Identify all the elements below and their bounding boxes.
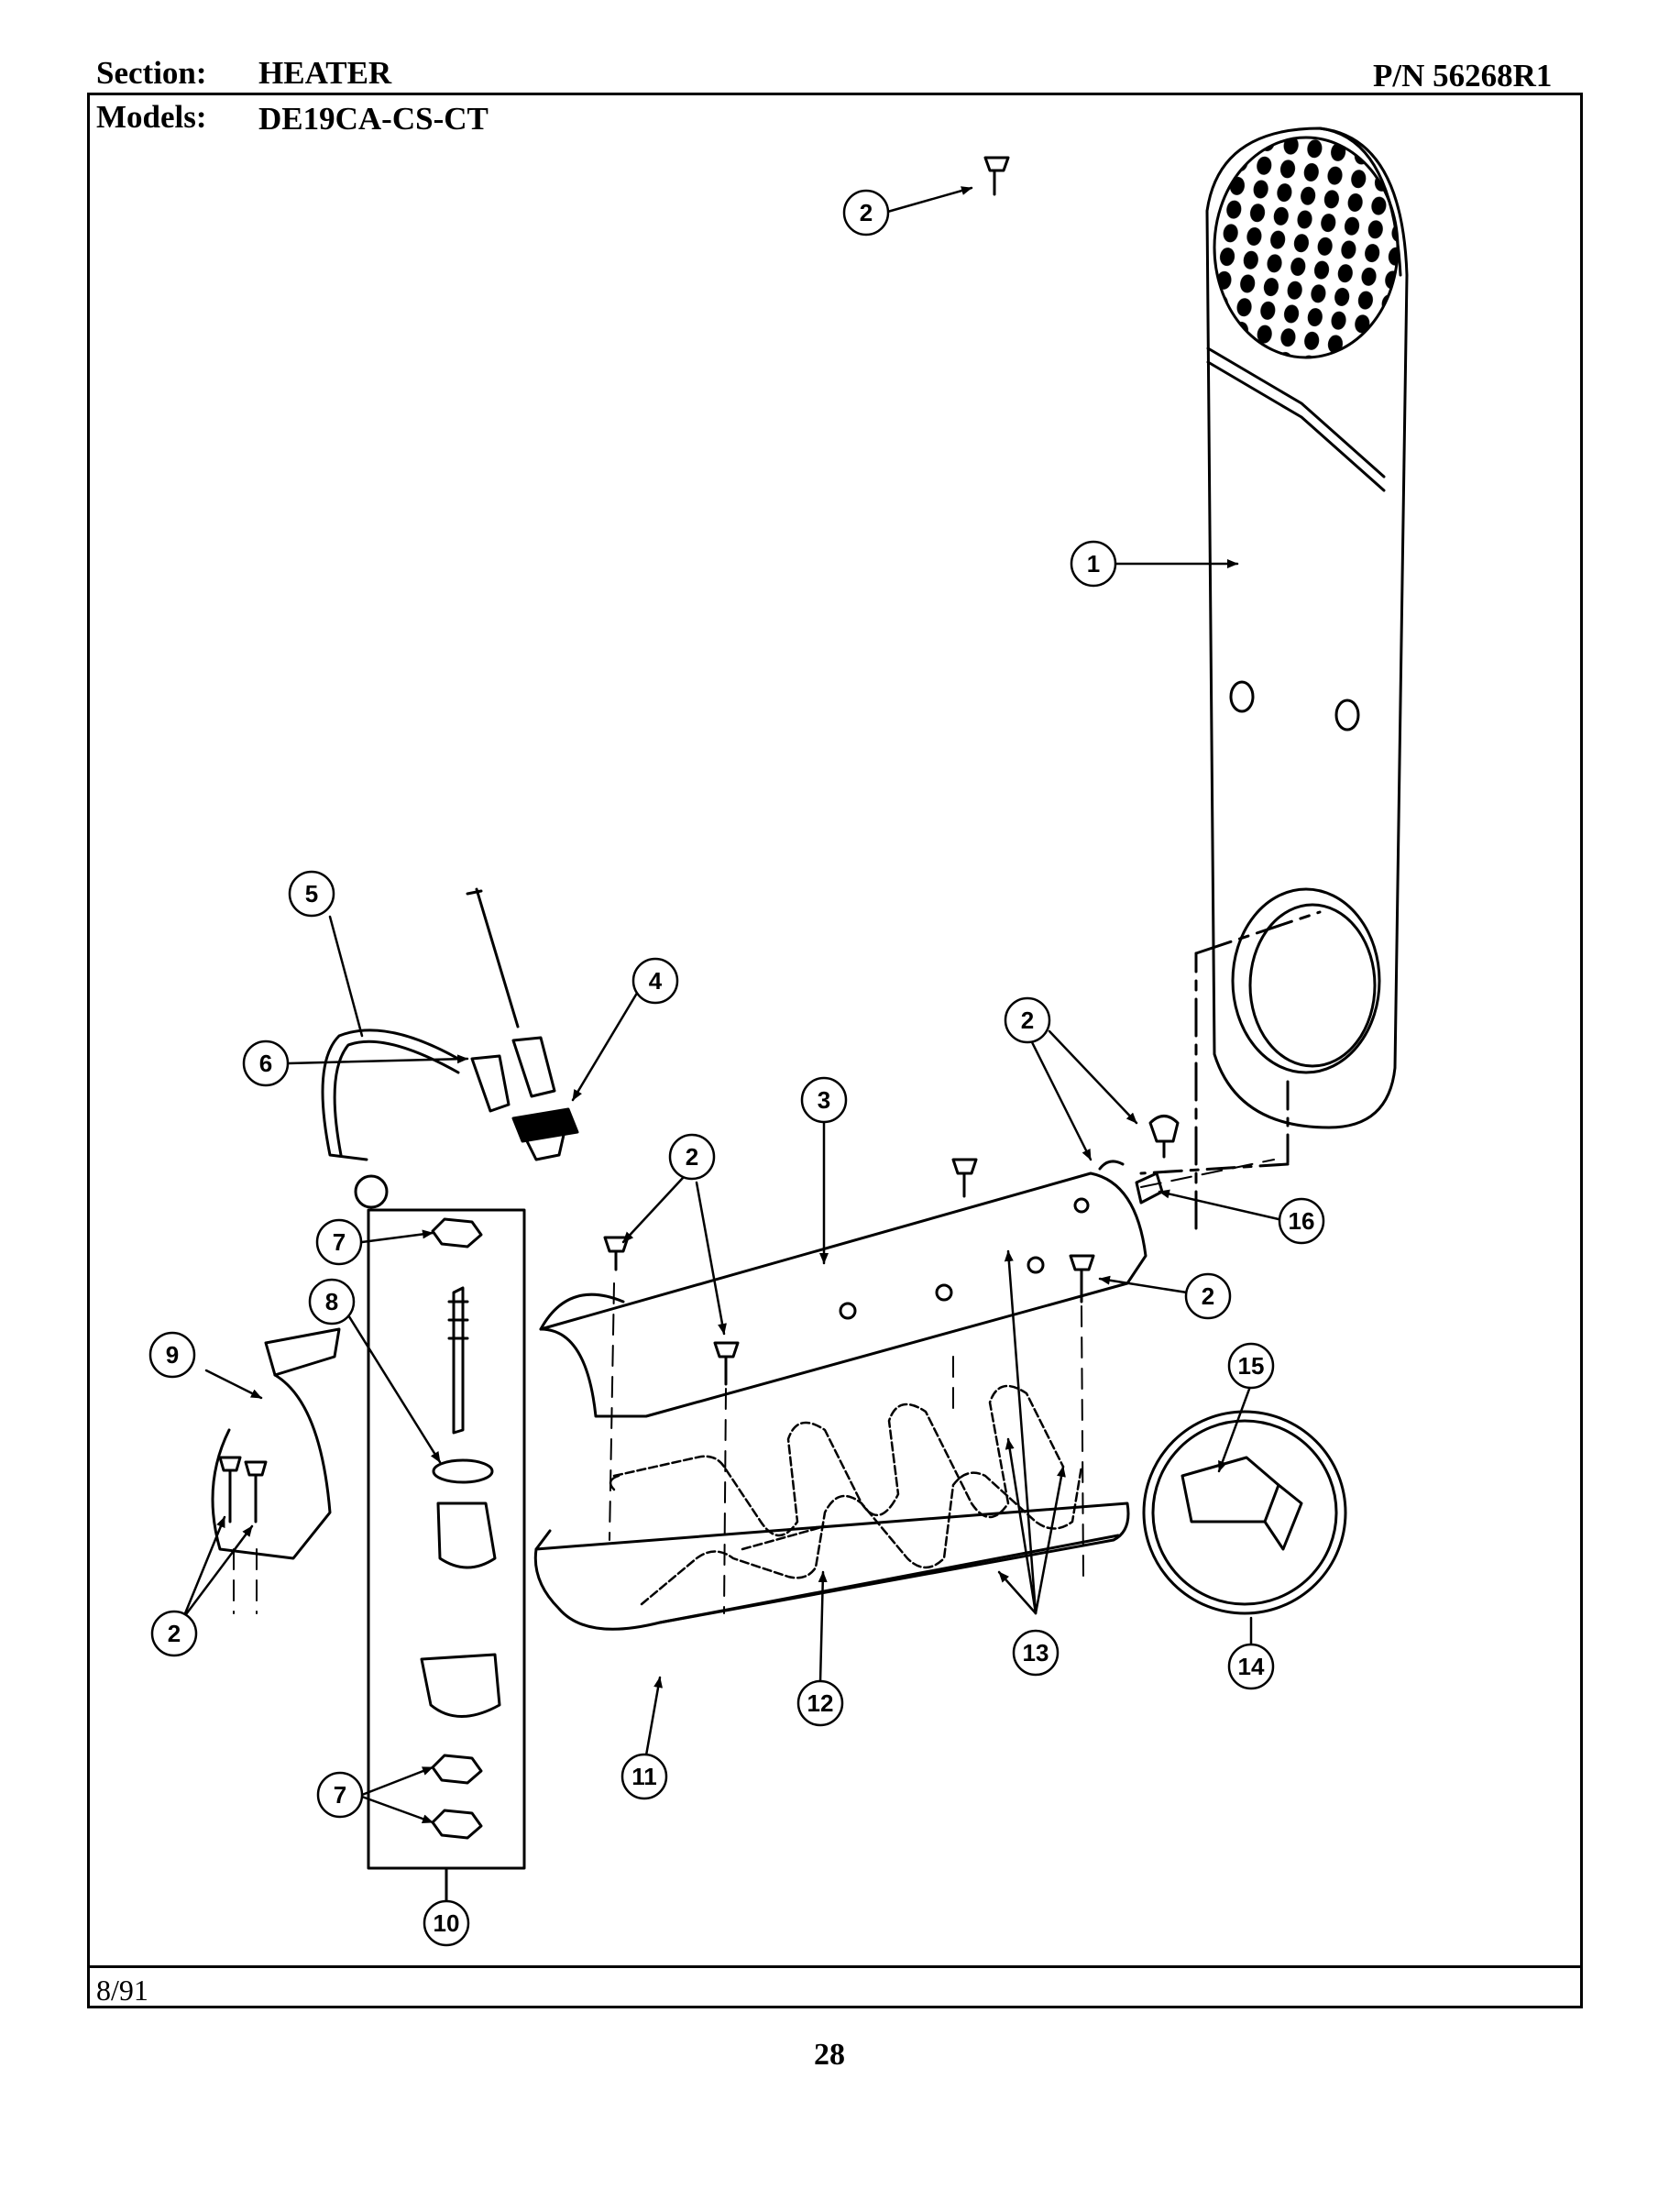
jumper-wire: [321, 1028, 460, 1209]
callout-13-circle: [1012, 1629, 1060, 1677]
cover-hole: [1073, 1197, 1090, 1214]
part-number: P/N 56268R1: [1373, 58, 1553, 94]
heater-cover: [539, 1172, 1147, 1418]
callout-9: 9: [166, 1341, 179, 1369]
heater-housing: [1139, 126, 1409, 1230]
hex-nut: [431, 1754, 483, 1785]
callout-14: 14: [1238, 1653, 1265, 1680]
callout-5: 5: [305, 880, 318, 908]
callout-2-circle: [150, 1610, 198, 1657]
heater-shell: [533, 1502, 1130, 1631]
mounting-hole: [1334, 698, 1360, 732]
callout-6: 6: [259, 1050, 272, 1077]
callout-2-circle: [1004, 996, 1051, 1044]
callout-2: 2: [1021, 1006, 1034, 1034]
hex-nut: [431, 1809, 483, 1840]
callout-9-circle: [148, 1331, 196, 1379]
callout-7: 7: [333, 1228, 346, 1256]
footer-divider: [87, 1965, 1583, 1968]
revision-date: 8/91: [96, 1974, 148, 2007]
callout-3: 3: [818, 1086, 830, 1114]
screw-fasteners: [218, 156, 1180, 1524]
diagram-frame: [87, 93, 1583, 2008]
callout-2: 2: [860, 199, 873, 226]
section-label: Section:: [96, 55, 207, 91]
cover-hole: [1027, 1256, 1045, 1274]
callout-1-circle: [1070, 540, 1117, 588]
callout-13: 13: [1023, 1639, 1049, 1666]
screw-2-cover-left: [603, 1236, 630, 1271]
perforated-inlet-grille: [1213, 136, 1400, 359]
mounting-bracket: [211, 1327, 341, 1560]
page-number: 28: [814, 2038, 845, 2072]
cover-hole: [935, 1283, 953, 1302]
callout-14-circle: [1227, 1643, 1275, 1690]
insulator-cap: [420, 1653, 501, 1718]
callout-2: 2: [1202, 1282, 1214, 1310]
callout-5-circle: [288, 870, 335, 918]
callout-12-circle: [796, 1679, 844, 1727]
callout-2-circle: [1184, 1272, 1232, 1320]
callout-11: 11: [631, 1763, 657, 1790]
callout-11-circle: [620, 1753, 668, 1800]
hex-nut: [431, 1217, 483, 1248]
screw-2-cover-top: [951, 1158, 978, 1198]
callout-7-circle: [315, 1218, 363, 1266]
callout-10: 10: [434, 1909, 460, 1937]
callout-2-circle: [842, 189, 890, 236]
mounting-hole: [1229, 680, 1255, 713]
callout-16-circle: [1278, 1197, 1325, 1245]
callout-1: 1: [1087, 550, 1100, 578]
callout-7-circle: [316, 1771, 364, 1819]
callout-6-circle: [242, 1040, 290, 1087]
callout-3-circle: [800, 1076, 848, 1124]
terminal-bolt: [447, 1286, 469, 1435]
callout-15-circle: [1227, 1342, 1275, 1390]
bracket-16: [1135, 1172, 1164, 1204]
callout-8: 8: [325, 1288, 338, 1315]
callout-12: 12: [807, 1689, 834, 1717]
models-label: Models:: [96, 99, 207, 135]
models-value: DE19CA-CS-CT: [258, 101, 489, 137]
housing-outlet-opening: [1231, 887, 1381, 1074]
high-limit-thermostat: [511, 1107, 579, 1161]
callout-2: 2: [686, 1143, 698, 1171]
screw-2-cover-right: [1069, 1254, 1095, 1304]
screw-2-housing: [1148, 1115, 1180, 1159]
terminal-kit: [367, 1208, 526, 1904]
screw-2-cover-mid: [713, 1341, 740, 1386]
screw-2-bracket: [218, 1456, 242, 1524]
callout-16: 16: [1289, 1207, 1315, 1235]
screw-2-top: [983, 156, 1010, 196]
callout-4: 4: [649, 967, 663, 995]
section-value: HEATER: [258, 55, 392, 91]
callout-4-circle: [631, 957, 679, 1005]
thermal-fuse-detail: [1142, 1410, 1347, 1615]
cover-hole: [839, 1302, 857, 1320]
washer: [432, 1458, 494, 1484]
screw-2-bracket: [244, 1460, 268, 1524]
wire-terminals: [466, 887, 556, 1113]
callout-10-circle: [423, 1899, 470, 1947]
callout-8-circle: [308, 1278, 356, 1326]
callout-7: 7: [334, 1781, 346, 1809]
insulator: [436, 1502, 497, 1569]
callout-2: 2: [168, 1620, 181, 1647]
callout-15: 15: [1238, 1352, 1265, 1380]
callout-2-circle: [668, 1133, 716, 1181]
